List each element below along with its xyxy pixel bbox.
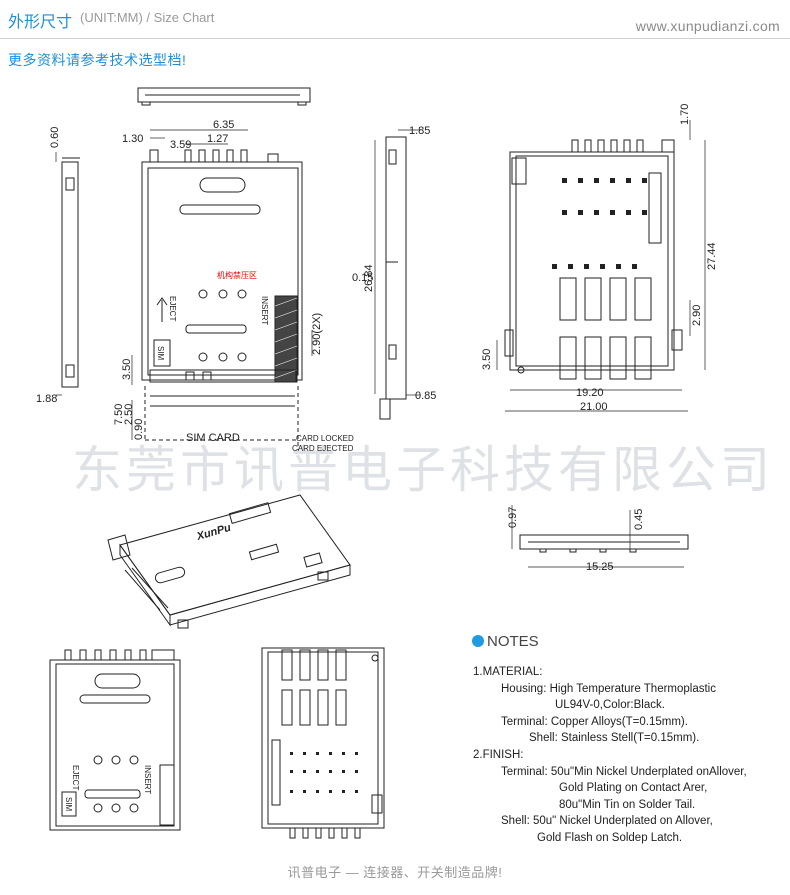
dim-27-44: 27.44 [706, 242, 718, 270]
dim-0-85: 0.85 [415, 390, 436, 402]
dim-2-50: 2.50 [123, 404, 135, 425]
note-line: Terminal: Copper Alloys(T=0.15mm). [501, 715, 688, 728]
brand-logo-text: XunPu [195, 522, 233, 543]
front-view [141, 149, 303, 450]
right-view [504, 139, 683, 380]
eject-label: EJECT [168, 296, 177, 321]
header: 外形尺寸 (UNIT:MM) / Size Chart www.xunpudia… [0, 0, 790, 38]
company-watermark: 东莞市讯普电子科技有限公司 [72, 442, 774, 498]
dim-15-25: 15.25 [586, 561, 614, 573]
note-line: Terminal: 50u"Min Nickel Underplated onA… [501, 765, 747, 778]
dim-1-27: 1.27 [207, 133, 228, 145]
insert-label-lower: INSERT [143, 765, 152, 794]
left-side-view [61, 157, 80, 388]
notes-list: 1.MATERIAL: Housing: High Temperature Th… [473, 664, 747, 847]
middle-side-view [379, 136, 407, 420]
page-title: 外形尺寸 [8, 14, 73, 31]
dim-0-15: 0.15 [352, 272, 373, 284]
forbidden-zone-label: 机构禁压区 [217, 270, 257, 280]
note-line: Gold Flash on Soldep Latch. [537, 831, 683, 844]
sim-card-label: SIM CARD [186, 432, 240, 444]
dim-7-50: 7.50 [113, 404, 125, 425]
note-line: 1.MATERIAL: [473, 666, 543, 678]
dim-2-90-2x: 2.90(2X) [311, 313, 323, 355]
note-line: Shell: 50u" Nickel Underplated on Allove… [501, 815, 713, 828]
dim-21-00: 21.00 [580, 401, 608, 413]
insert-label: INSERT [260, 296, 269, 325]
dim-3-59: 3.59 [170, 139, 191, 151]
notes-bullet-icon [472, 635, 484, 647]
page-title-en: (UNIT:MM) / Size Chart [80, 10, 215, 25]
note-line: Shell: Stainless Stell(T=0.15mm). [529, 732, 700, 745]
top-view [137, 87, 311, 106]
eject-label-lower: EJECT [71, 765, 80, 790]
card-ejected-label: CARD EJECTED [292, 444, 354, 453]
subtitle: 更多资料请参考技术选型档! [8, 52, 187, 68]
isometric-view [107, 494, 351, 629]
lower-back-view [261, 647, 385, 839]
notes-heading-text: NOTES [487, 633, 539, 650]
dim-19-20: 19.20 [576, 387, 604, 399]
dim-1-85: 1.85 [409, 125, 430, 137]
sim-badge-label-lower: SIM [64, 797, 73, 812]
dim-26-84: 26.84 [363, 264, 375, 292]
note-line: Gold Plating on Contact Arer, [559, 782, 708, 795]
dimension-lines [55, 120, 706, 568]
website-link[interactable]: www.xunpudianzi.com [635, 18, 780, 34]
dim-1-70: 1.70 [679, 104, 691, 125]
dim-1-88: 1.88 [36, 393, 57, 405]
notes-heading: NOTES [472, 633, 539, 650]
header-divider [0, 38, 790, 39]
bottom-side-view [519, 534, 689, 553]
note-line: 2.FINISH: [473, 748, 524, 761]
dim-3-50-right: 3.50 [481, 349, 493, 370]
footer-slogan: 讯普电子 — 连接器、开关制造品牌! [287, 865, 503, 880]
note-line: UL94V-0,Color:Black. [555, 699, 665, 712]
card-locked-label: CARD LOCKED [296, 434, 354, 443]
dim-0-97: 0.97 [507, 507, 519, 528]
sim-badge-label: SIM [156, 346, 165, 361]
lower-front-view [49, 649, 181, 831]
dim-0-90: 0.90 [133, 419, 145, 440]
dim-0-60: 0.60 [49, 127, 61, 148]
dim-6-35: 6.35 [213, 119, 234, 131]
dim-3-50: 3.50 [121, 359, 133, 380]
dim-0-45: 0.45 [633, 509, 645, 530]
note-line: 80u"Min Tin on Solder Tail. [559, 798, 696, 811]
dim-1-30: 1.30 [122, 133, 143, 145]
dim-2-90: 2.90 [691, 305, 703, 326]
note-line: Housing: High Temperature Thermoplastic [501, 682, 716, 695]
